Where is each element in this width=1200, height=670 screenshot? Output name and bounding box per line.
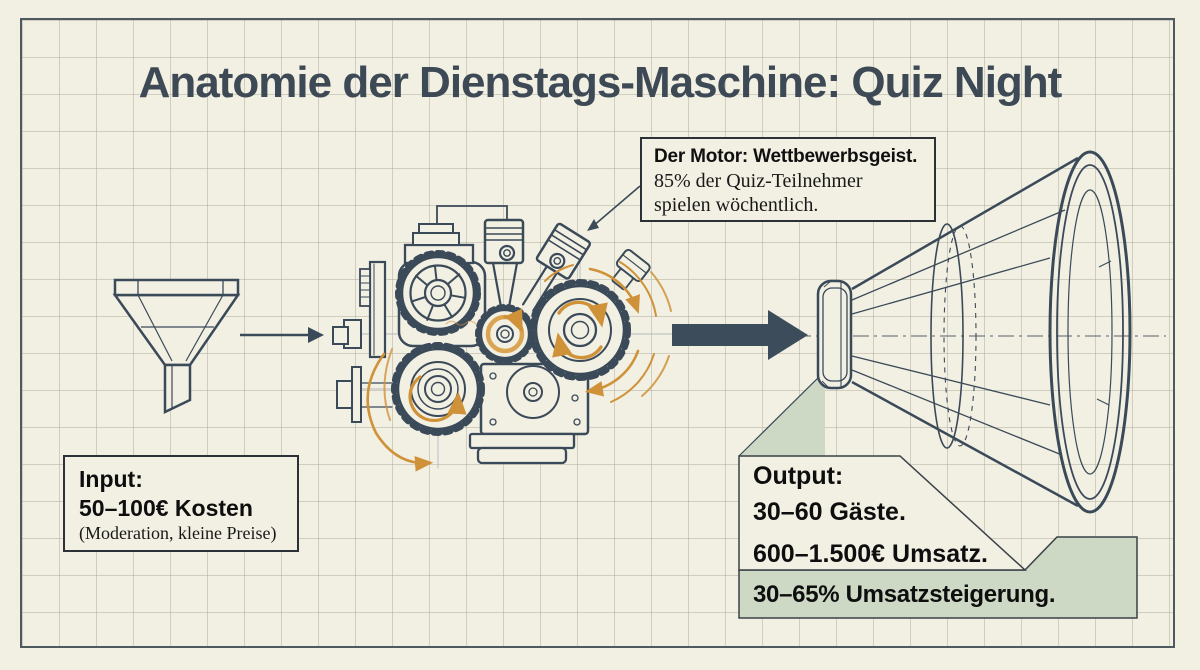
page-title: Anatomie der Dienstags-Maschine: Quiz Ni…	[138, 58, 1063, 107]
gear-top-left	[395, 250, 481, 336]
motor-callout-line1: 85% der Quiz-Teilnehmer	[654, 169, 863, 192]
piston-tilted	[521, 222, 592, 312]
motor-callout-line2: spielen wöchentlich.	[654, 194, 819, 217]
output-banner-line: 30–65% Umsatzsteigerung.	[753, 581, 1056, 608]
callout-arrow-icon	[587, 185, 641, 231]
output-revenue-line: 600–1.500€ Umsatz.	[753, 540, 988, 568]
gear-center	[475, 304, 535, 364]
gear-right	[529, 279, 631, 381]
input-box: Input: 50–100€ Kosten (Moderation, klein…	[63, 455, 299, 552]
big-flow-arrow-icon	[672, 310, 808, 360]
motor-callout: Der Motor: Wettbewerbsgeist. 85% der Qui…	[640, 137, 936, 222]
input-detail-line: (Moderation, kleine Preise)	[79, 523, 277, 544]
output-box: Output: 30–60 Gäste. 600–1.500€ Umsatz.	[753, 461, 988, 569]
funnel-icon	[112, 278, 241, 414]
input-heading: Input:	[79, 466, 143, 492]
output-banner-shape	[738, 370, 1138, 619]
megaphone-icon	[795, 150, 1166, 514]
output-heading: Output:	[753, 462, 844, 490]
piston-vertical	[483, 218, 525, 309]
motor-callout-heading: Der Motor: Wettbewerbsgeist.	[654, 146, 918, 167]
spark-plug-part	[611, 248, 651, 291]
flow-arrow-icon	[240, 327, 324, 343]
output-guests-line: 30–60 Gäste.	[753, 498, 906, 526]
engine-gears-icon	[332, 205, 673, 472]
input-cost-line: 50–100€ Kosten	[79, 494, 253, 521]
